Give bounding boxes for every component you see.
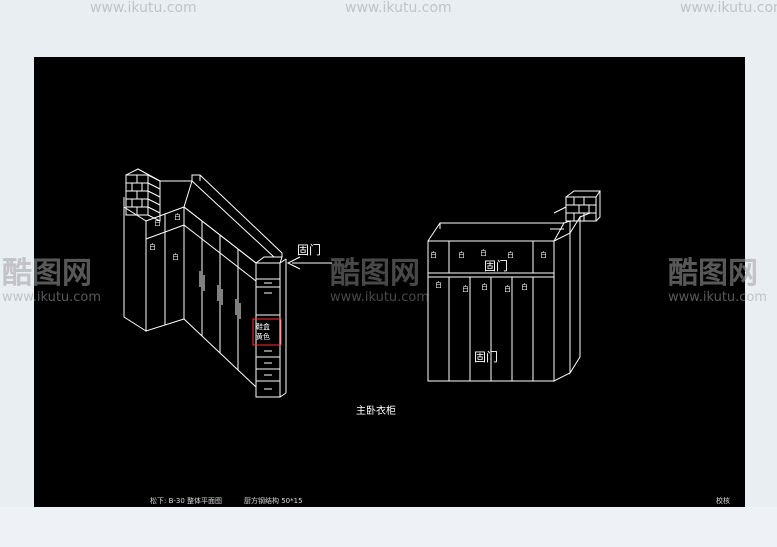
bai-mark: 白 [504, 284, 511, 293]
watermark-right: 酷图网 www.ikutu.com [668, 248, 767, 305]
box-label-line2: 黄色 [256, 332, 270, 341]
bai-mark: 白 [521, 282, 528, 291]
bai-mark: 白 [481, 282, 488, 291]
bai-mark: 白 [154, 218, 161, 227]
cad-viewport[interactable]: 固门 固门 固门 主卧衣柜 鞋盒 黄色 白 白 白 白 白 白 白 白 白 白 … [34, 57, 745, 507]
bai-mark: 白 [172, 252, 179, 261]
watermark-brand: 酷图网 [330, 256, 420, 291]
brick-column-right [553, 190, 601, 222]
right-cabinet-front [427, 240, 555, 382]
bai-mark: 白 [507, 250, 514, 259]
bai-mark: 白 [435, 280, 442, 289]
watermark-left: 酷图网 www.ikutu.com [2, 248, 101, 305]
fixed-door-label-bottom: 固门 [474, 349, 498, 364]
fixed-door-label-top: 固门 [484, 258, 508, 273]
bai-mark: 白 [430, 250, 437, 259]
watermark-brand: 酷图网 [2, 256, 92, 291]
watermark-center: 酷图网 www.ikutu.com [330, 248, 429, 305]
brick-column-left [125, 168, 161, 222]
bottom-note-a: 松下: B-30 整体平面图 [150, 497, 223, 505]
left-end-tower [255, 256, 287, 398]
left-cabinet-side [183, 205, 257, 389]
shoe-box-highlight [252, 318, 282, 346]
drawing-caption: 主卧衣柜 [356, 404, 396, 417]
bottom-note-b: 厨方钢结构 50*15 [244, 497, 303, 505]
watermark-top-mid: www.ikutu.com [345, 0, 452, 16]
right-cabinet-side [553, 212, 591, 382]
box-label-line1: 鞋盒 [256, 322, 270, 331]
watermark-top-left: www.ikutu.com [90, 0, 197, 16]
door-label-left: 固门 [297, 242, 321, 257]
bai-mark: 白 [458, 250, 465, 259]
watermark-url: www.ikutu.com [330, 290, 430, 305]
bottom-note-c: 校核 [716, 497, 730, 505]
watermark-url: www.ikutu.com [668, 290, 768, 305]
door-arrow [286, 256, 332, 270]
bottom-strip [0, 507, 777, 547]
bai-mark: 白 [462, 284, 469, 293]
watermark-url: www.ikutu.com [2, 290, 102, 305]
bai-mark: 白 [149, 242, 156, 251]
bai-mark: 白 [174, 212, 181, 221]
wardrobe-drawing: 固门 固门 固门 主卧衣柜 鞋盒 黄色 白 白 白 白 白 白 白 白 白 白 … [123, 168, 601, 417]
right-cabinet-top [427, 220, 571, 242]
watermark-top-right: www.ikutu.com [680, 0, 777, 16]
bai-mark: 白 [540, 250, 547, 259]
watermark-brand: 酷图网 [668, 256, 758, 291]
bai-mark: 白 [480, 248, 487, 257]
